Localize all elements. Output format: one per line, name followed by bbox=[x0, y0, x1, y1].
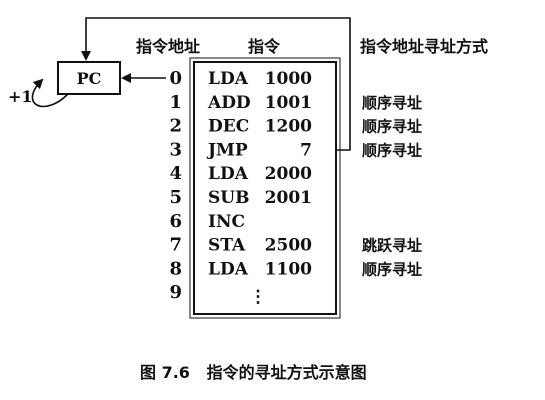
row-address: 8 bbox=[169, 258, 182, 279]
row-address: 2 bbox=[169, 116, 182, 137]
row-opcode: ADD bbox=[207, 93, 251, 113]
row-address: 5 bbox=[169, 187, 182, 208]
row-opcode: LDA bbox=[208, 164, 249, 184]
address-column-header: 指令地址 bbox=[136, 37, 200, 56]
instruction-column-header: 指令 bbox=[248, 37, 281, 56]
row-opcode: JMP bbox=[206, 140, 248, 160]
row-addressing-mode: 顺序寻址 bbox=[362, 94, 422, 112]
instruction-row: 6 INC bbox=[169, 211, 245, 232]
row-address: 7 bbox=[169, 235, 182, 256]
instruction-row: 2 DEC 1200 顺序寻址 bbox=[169, 116, 422, 137]
row-operand: 2001 bbox=[265, 188, 312, 208]
row-addressing-mode: 顺序寻址 bbox=[362, 118, 422, 136]
row-operand: 1000 bbox=[265, 69, 312, 89]
row-address: 4 bbox=[169, 163, 182, 184]
row-addressing-mode: 顺序寻址 bbox=[362, 260, 422, 278]
figure-caption: 图 7.6 指令的寻址方式示意图 bbox=[140, 363, 367, 382]
row-operand: 2500 bbox=[265, 236, 312, 256]
row-opcode: LDA bbox=[208, 69, 249, 89]
memory-block bbox=[193, 61, 337, 315]
row-operand: 1100 bbox=[265, 259, 312, 279]
increment-arrow bbox=[31, 78, 69, 108]
row-opcode: INC bbox=[208, 212, 245, 232]
row-opcode: DEC bbox=[208, 117, 249, 137]
instruction-row: 8 LDA 1100 顺序寻址 bbox=[169, 258, 422, 279]
row-operand: 1001 bbox=[265, 93, 312, 113]
row-address: 3 bbox=[169, 139, 182, 160]
increment-label: +1 bbox=[8, 87, 33, 106]
row-operand: 1200 bbox=[265, 117, 312, 137]
instruction-row: 0 LDA 1000 bbox=[169, 68, 312, 89]
memory-block-border bbox=[189, 57, 341, 319]
pc-register bbox=[57, 61, 121, 95]
instruction-row: 4 LDA 2000 bbox=[169, 163, 312, 184]
row-opcode: STA bbox=[208, 236, 246, 256]
row-addressing-mode: 跳跃寻址 bbox=[362, 237, 422, 255]
row-address: 1 bbox=[169, 92, 182, 113]
row-address: 6 bbox=[169, 211, 182, 232]
instruction-row: 3 JMP 7 顺序寻址 bbox=[169, 139, 422, 160]
row-addressing-mode: 顺序寻址 bbox=[362, 141, 422, 159]
row-operand: 7 bbox=[300, 140, 312, 160]
mode-column-header: 指令地址寻址方式 bbox=[360, 37, 488, 56]
pc-label: PC bbox=[77, 69, 102, 88]
row-opcode: SUB bbox=[208, 188, 249, 208]
row-opcode: LDA bbox=[208, 259, 249, 279]
instruction-row: 9 bbox=[169, 282, 182, 303]
instruction-row: 7 STA 2500 跳跃寻址 bbox=[169, 235, 422, 256]
row-operand: 2000 bbox=[265, 164, 312, 184]
row-address: 0 bbox=[169, 68, 182, 89]
instruction-row: 1 ADD 1001 顺序寻址 bbox=[169, 92, 422, 113]
instruction-row: 5 SUB 2001 bbox=[169, 187, 312, 208]
row-address: 9 bbox=[169, 282, 182, 303]
ellipsis: ⋮ bbox=[250, 287, 267, 307]
jump-feedback-arrow bbox=[81, 17, 351, 151]
